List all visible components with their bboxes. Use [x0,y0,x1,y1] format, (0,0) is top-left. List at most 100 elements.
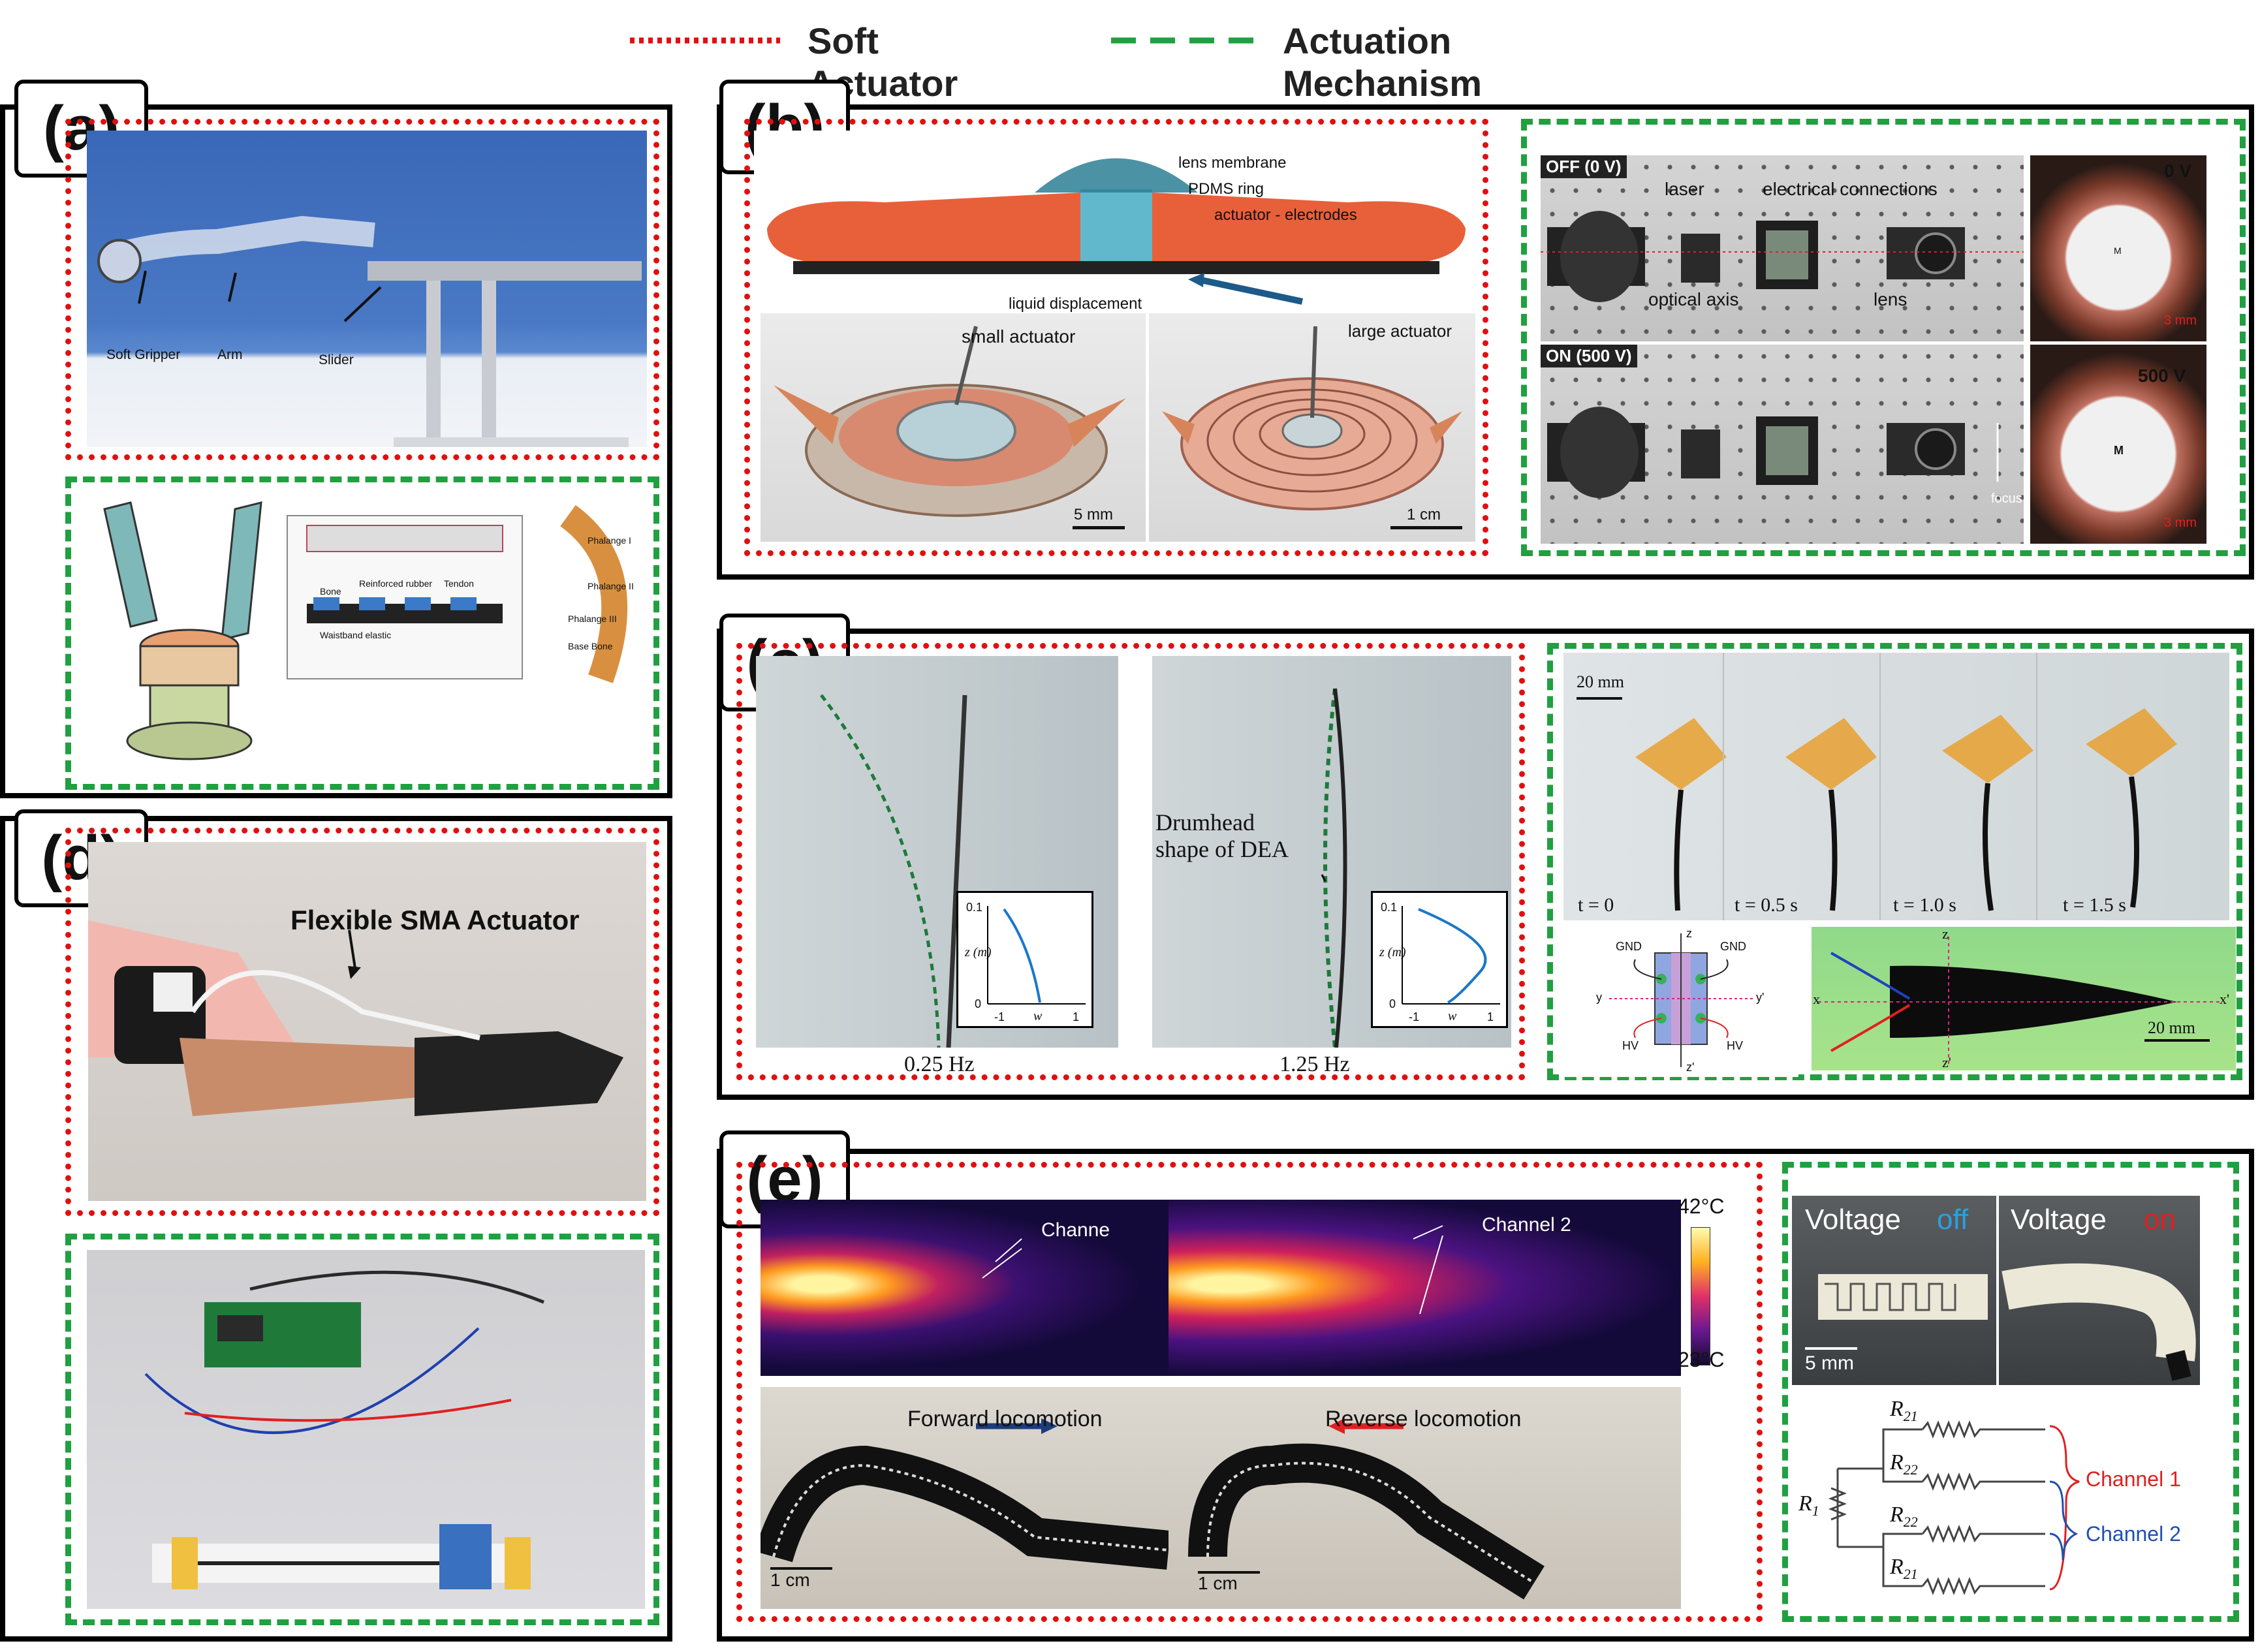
channel-2-label: Channel 2 [1482,1214,1571,1236]
r1-subscript: 1 [1812,1502,1819,1519]
gnd-left-label: GND [1616,940,1642,953]
fish-scale-top: 20 mm [1577,672,1624,691]
laser-label: laser [1665,179,1704,199]
r22-bottom-label: R22 [1890,1503,1918,1531]
actuator-electrodes-label: actuator - electrodes [1214,206,1357,224]
inset-xtick-pos-2: 1 [1487,1010,1494,1023]
large-actuator-scale: 1 cm [1407,506,1441,523]
axis-y-label: y [1596,991,1602,1004]
r21-bottom-subscript: 21 [1903,1565,1918,1582]
large-actuator-label: large actuator [1348,321,1452,341]
panel-a-soft-actuator-frame [65,119,659,460]
voltage-off-word: Voltage [1805,1204,1901,1236]
lens-0v-scale: 3 mm [2164,313,2197,328]
panel-e-soft-actuator-frame [736,1162,1763,1622]
r1-label: R1 [1798,1491,1819,1520]
temperature-colorbar [1691,1227,1710,1365]
fish-axis-x: x [1813,991,1820,1007]
temp-min-label: 23°C [1678,1348,1725,1371]
legend-actuation-mechanism: Actuation Mechanism [1283,20,1482,104]
wearable-sma-photo: Flexible SMA Actuator [88,842,646,1201]
phalange-3-label: Phalange III [568,614,617,624]
lens-actuator-schematic: lens membrane PDMS ring actuator - elect… [754,131,1479,313]
small-actuator-scale-bar [1073,526,1125,529]
r22-bottom-subscript: 22 [1903,1513,1918,1530]
voltage-on-state: on [2144,1204,2176,1236]
soft-gripper-label: Soft Gripper [106,347,181,362]
fish-scale-label: 20 mm [2148,1018,2195,1037]
inset-ytick-bottom-2: 0 [1389,997,1396,1010]
hv-right-label: HV [1727,1039,1744,1052]
robotic-fish-sequence-photo: 20 mm t = 0 t = 0.5 s t = 1.0 s t = 1.5 … [1563,653,2229,920]
on-voltage-label: ON (500 V) [1541,345,1637,367]
panel-c-soft-actuator-frame [736,643,1525,1080]
reverse-locomotion-label: Reverse locomotion [1325,1407,1522,1431]
lens-500v-photo: 500 V M 3 mm [2030,345,2206,544]
bone-label: Bone [320,586,341,597]
scale-5mm-bar [1805,1347,1857,1350]
lens-label: lens [1874,289,1907,309]
inset-xlabel-2: w [1448,1009,1457,1023]
inset-ylabel-1: z (m) [965,945,992,959]
reverse-locomotion-photo: Reverse locomotion 1 cm [1169,1387,1681,1609]
r21-bottom-symbol: R [1890,1555,1904,1579]
reverse-scale-bar [1198,1571,1260,1574]
r22-top-label: R22 [1890,1450,1918,1478]
panel-c-mechanism-frame [1547,643,2242,1080]
legend-red-dotted-line [630,37,780,44]
fish-axis-z: z [1942,927,1949,942]
forward-locomotion-label: Forward locomotion [907,1407,1103,1431]
scale-5mm-label: 5 mm [1805,1352,1854,1374]
lens-membrane-label: lens membrane [1178,154,1287,172]
r22-top-symbol: R [1890,1450,1904,1474]
axis-z-label: z [1686,927,1692,940]
phalange-1-label: Phalange I [588,535,631,546]
panel-b-mechanism-frame [1521,119,2246,556]
electrical-connections-label: electrical connections [1763,179,1938,199]
heater-circuit-diagram: R1 R21 R22 R22 R21 Channel 1 Channel 2 [1792,1397,2223,1606]
waistband-label: Waistband elastic [320,630,392,640]
liquid-displacement-label: liquid displacement [1009,295,1142,313]
forward-locomotion-photo: Forward locomotion 1 cm [761,1387,1169,1609]
voltage-off-state: off [1937,1204,1969,1236]
freq-1-25hz-label: 1.25 Hz [1279,1052,1350,1076]
temp-max-label: 42°C [1678,1194,1725,1218]
small-actuator-scale: 5 mm [1074,506,1113,523]
reinforced-rubber-label: Reinforced rubber [359,578,433,589]
panel-a-mechanism-frame [65,476,659,790]
legend-green-dashed-line [1111,37,1261,44]
panel-c [717,629,2254,1100]
thermal-forward-image: Channe [761,1200,1169,1376]
inset-xtick-pos-1: 1 [1073,1010,1080,1023]
inset-ytick-bottom-1: 0 [975,997,982,1010]
optical-axis-label: optical axis [1648,289,1739,309]
channel-1-circuit-label: Channel 1 [2086,1467,2181,1491]
lens-0v-label: 0 V [2164,161,2192,181]
r22-top-subscript: 22 [1903,1461,1918,1478]
freq-0-25hz-label: 0.25 Hz [904,1052,975,1076]
sma-test-rig-photo [87,1250,645,1609]
panel-e [717,1149,2254,1642]
inset-ytick-top-1: 0.1 [966,901,983,914]
thermal-reverse-image: Channel 2 [1169,1200,1681,1376]
r22-bottom-symbol: R [1890,1503,1904,1527]
lens-500v-scale: 3 mm [2164,516,2197,530]
r1-symbol: R [1798,1491,1812,1516]
fish-axis-z-prime: z' [1942,1054,1951,1070]
lens-0v-photo: 0 V M 3 mm [2030,155,2206,341]
off-voltage-label: OFF (0 V) [1541,155,1627,178]
panel-d [0,816,672,1642]
voltage-on-photo: Voltage on [1999,1196,2200,1385]
small-actuator-label: small actuator [962,326,1076,347]
channel-2-circuit-label: Channel 2 [2086,1522,2181,1546]
voltage-off-photo: Voltage off 5 mm [1792,1196,1996,1385]
time-label-2: t = 1.0 s [1893,894,1956,916]
pdms-ring-label: PDMS ring [1188,180,1264,198]
panel-d-soft-actuator-frame [65,828,659,1216]
r21-top-symbol: R [1890,1397,1904,1421]
inset-xtick-neg-1: -1 [994,1010,1005,1023]
time-label-3: t = 1.5 s [2063,894,2126,916]
gripper-mechanism-diagram: Bone Reinforced rubber Tendon Waistband … [85,490,640,777]
panel-b [717,104,2254,580]
arm-label: Arm [217,347,243,362]
